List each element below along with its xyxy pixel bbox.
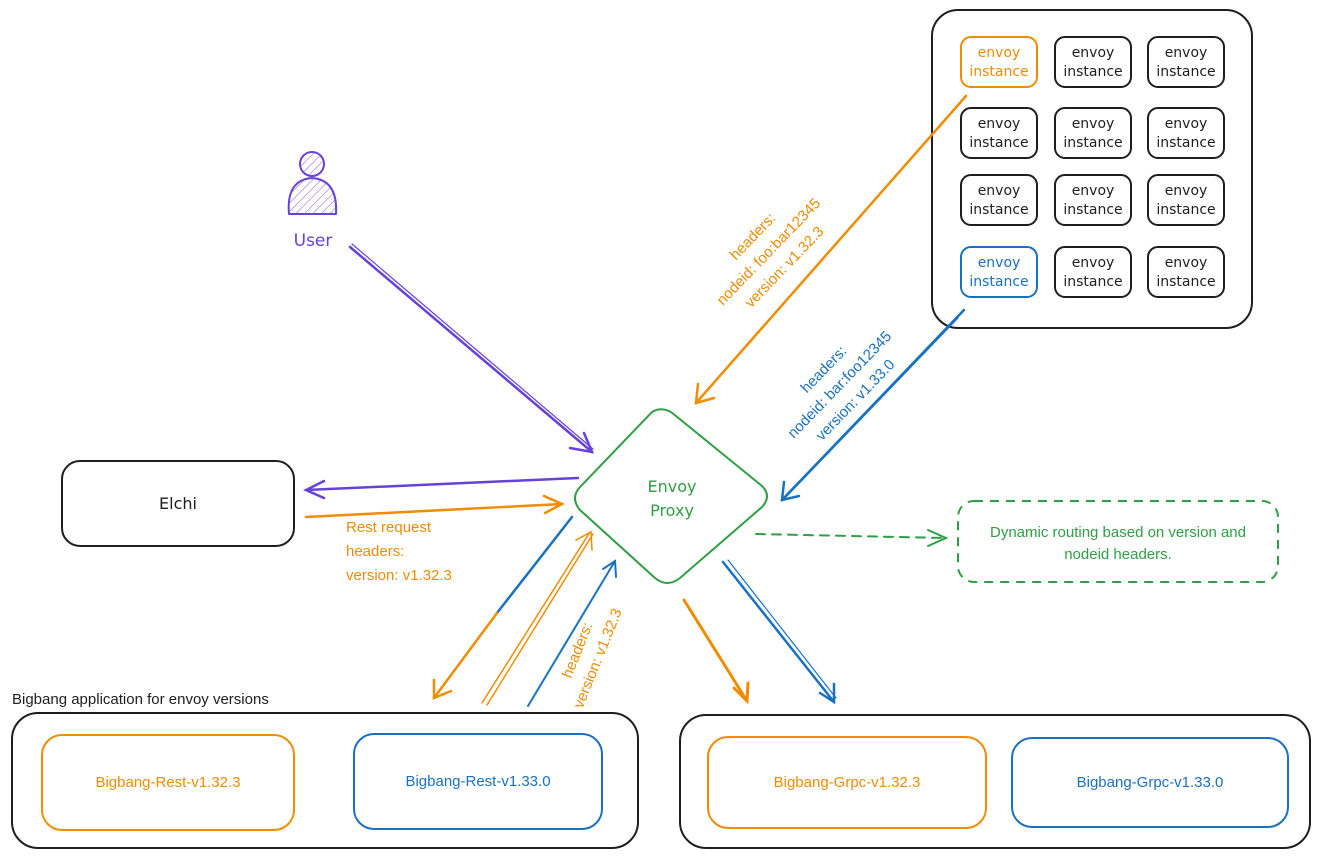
elchi-label: Elchi: [159, 494, 197, 513]
bigbang-rest-v1-box: [41, 734, 295, 831]
arrow-proxy-to-grpc-v1: [682, 598, 750, 705]
envoy-instance-label: envoy: [978, 45, 1021, 61]
envoy-instance-label: envoy: [1072, 183, 1115, 199]
envoy-instance-label: instance: [1156, 274, 1215, 290]
envoy-instance-label: instance: [1156, 135, 1215, 151]
envoy-instance-box: [1054, 107, 1132, 159]
elchi-box: [61, 460, 295, 547]
envoy-instance-2-2: envoy instance: [1054, 107, 1132, 159]
arrow-rest-v2-to-proxy: [527, 559, 617, 707]
envoy-instance-3-1: envoy instance: [960, 174, 1038, 226]
envoy-instance-box: [1147, 174, 1225, 226]
bigbang-grpc-v2-box: [1011, 737, 1289, 828]
envoy-instance-box: [1147, 107, 1225, 159]
envoy-instance-2-1: envoy instance: [960, 107, 1038, 159]
envoy-instance-1-3: envoy instance: [1147, 36, 1225, 88]
envoy-proxy-label-line2: Proxy: [650, 501, 694, 520]
envoy-instance-4-1: envoy instance: [960, 246, 1038, 298]
svg-text:Rest request: Rest request: [346, 519, 432, 536]
envoy-instance-label: envoy: [1165, 255, 1208, 271]
bigbang-rest-v1-label: Bigbang-Rest-v1.32.3: [95, 774, 240, 791]
svg-text:headers:: headers:: [346, 543, 404, 560]
envoy-proxy-label-line1: Envoy: [648, 477, 697, 496]
envoy-instance-label: instance: [1156, 64, 1215, 80]
envoy-instance-label: instance: [1063, 274, 1122, 290]
envoy-instance-4-3: envoy instance: [1147, 246, 1225, 298]
envoy-instance-label: instance: [1063, 135, 1122, 151]
envoy-instance-3-2: envoy instance: [1054, 174, 1132, 226]
envoy-instance-label: envoy: [1165, 116, 1208, 132]
envoy-instance-label: envoy: [1072, 255, 1115, 271]
arrow-blue-instance-to-proxy: [780, 308, 966, 502]
envoy-instance-label: envoy: [1165, 183, 1208, 199]
envoy-instance-label: envoy: [1072, 116, 1115, 132]
envoy-instance-1-2: envoy instance: [1054, 36, 1132, 88]
envoy-instance-box: [1054, 36, 1132, 88]
envoy-instance-label: instance: [1063, 64, 1122, 80]
user-label: User: [294, 231, 333, 251]
bigbang-grpc-v1-label: Bigbang-Grpc-v1.32.3: [774, 774, 921, 791]
envoy-proxy-node: [574, 408, 768, 584]
envoy-instance-label: instance: [969, 64, 1028, 80]
envoy-instance-label: instance: [1063, 202, 1122, 218]
bigbang-rest-v2-label: Bigbang-Rest-v1.33.0: [405, 773, 550, 790]
dynamic-routing-note-line2: nodeid headers.: [1064, 546, 1172, 563]
bigbang-caption: Bigbang application for envoy versions: [12, 691, 269, 708]
arrow-proxy-to-grpc-v2: [721, 559, 837, 705]
user-icon: [287, 151, 338, 215]
blue-headers-label: headers: nodeid: bar:foo12345 version: v…: [784, 328, 898, 444]
envoy-instance-2-3: envoy instance: [1147, 107, 1225, 159]
envoy-instance-box: [960, 174, 1038, 226]
envoy-instance-label: instance: [969, 135, 1028, 151]
envoy-instance-box: [1147, 36, 1225, 88]
envoy-instance-4-2: envoy instance: [1054, 246, 1132, 298]
arrow-proxy-to-note: [755, 529, 949, 547]
arrow-proxy-to-elchi: [303, 476, 580, 500]
dynamic-routing-note-box: [957, 500, 1279, 583]
envoy-instance-label: envoy: [978, 183, 1021, 199]
arrow-orange-instance-to-proxy: [694, 94, 968, 405]
envoy-instance-label: instance: [1156, 202, 1215, 218]
arrow-proxy-to-rest-v1: [432, 515, 574, 700]
arrow-user-to-proxy: [348, 243, 595, 454]
bigbang-rest-v2-box: [353, 733, 603, 830]
arrow-rest-v1-to-proxy: [481, 530, 594, 706]
envoy-instance-box: [1054, 174, 1132, 226]
dynamic-routing-note-line1: Dynamic routing based on version and: [990, 524, 1246, 541]
envoy-instance-box: [960, 36, 1038, 88]
rest-request-label: Rest request headers: version: v1.32.3: [346, 519, 452, 584]
envoy-instance-label: envoy: [978, 116, 1021, 132]
envoy-instance-box: [1147, 246, 1225, 298]
envoy-instance-label: envoy: [1165, 45, 1208, 61]
envoy-instance-box: [960, 107, 1038, 159]
envoy-instances-grid: envoyinstanceenvoyinstanceenvoyinstancee…: [960, 36, 1225, 298]
envoy-instance-label: instance: [969, 202, 1028, 218]
envoy-instance-label: envoy: [978, 255, 1021, 271]
envoy-instance-1-1: envoy instance: [960, 36, 1038, 88]
orange-headers-label: headers: nodeid: foo:bar12345 version: v…: [713, 195, 827, 311]
bigbang-grpc-v2-label: Bigbang-Grpc-v1.33.0: [1077, 774, 1224, 791]
envoy-instance-box: [960, 246, 1038, 298]
envoy-instance-box: [1054, 246, 1132, 298]
bottom-headers-label: headers: version: v1.32.3: [559, 606, 626, 711]
svg-text:version: v1.32.3: version: v1.32.3: [346, 567, 452, 584]
envoy-instance-3-3: envoy instance: [1147, 174, 1225, 226]
arrow-elchi-to-proxy: [304, 494, 565, 519]
envoy-instance-label: instance: [969, 274, 1028, 290]
envoy-instance-label: envoy: [1072, 45, 1115, 61]
bigbang-grpc-v1-box: [707, 736, 987, 829]
